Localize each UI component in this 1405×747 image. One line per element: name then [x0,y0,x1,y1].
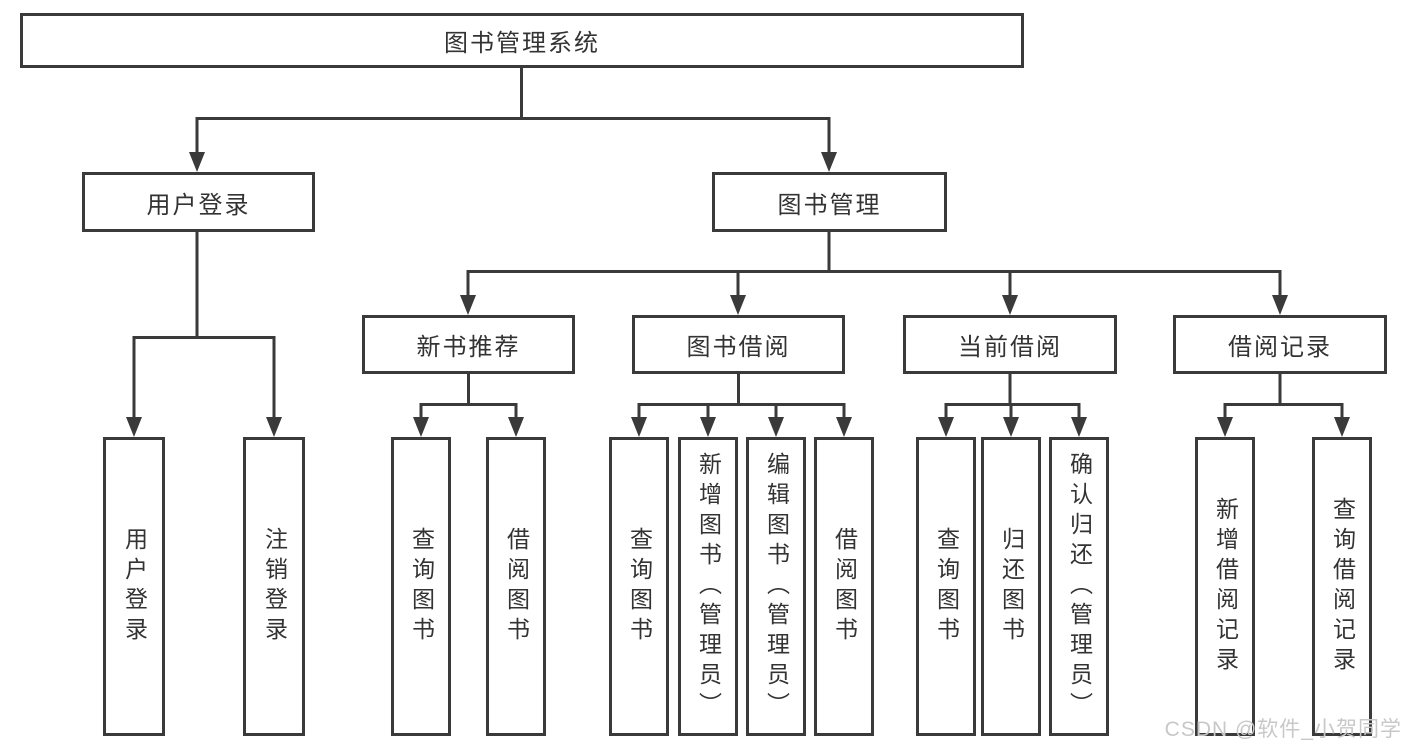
arrow-leaf-query-1 [413,417,429,437]
arrow-book-management [821,152,837,172]
leaf-edit-book-admin-label: 编辑图书（管理员） [763,451,790,722]
node-new-book-recommend: 新书推荐 [362,315,575,374]
arrow-borrowing-records [1272,295,1288,315]
node-user-login: 用户登录 [82,172,315,232]
leaf-edit-book-admin: 编辑图书（管理员） [746,437,806,736]
node-borrowing-records-label: 借阅记录 [1228,334,1332,361]
node-current-borrowing: 当前借阅 [903,315,1117,374]
arrow-leaf-add-book [700,417,716,437]
leaf-logout: 注销登录 [243,437,305,736]
leaf-borrow-book-borrowing-label: 借阅图书 [831,526,858,647]
node-root: 图书管理系统 [20,13,1024,68]
node-book-management: 图书管理 [712,172,947,232]
node-user-login-label: 用户登录 [146,191,251,219]
leaf-logout-label: 注销登录 [261,526,288,647]
arrow-new-book-recommend [460,295,476,315]
leaf-borrow-book-recommend: 借阅图书 [486,437,546,736]
leaf-user-login: 用户登录 [103,437,165,736]
arrow-user-login [189,152,205,172]
leaf-borrow-book-recommend-label: 借阅图书 [503,526,530,647]
node-book-borrowing: 图书借阅 [632,315,845,374]
node-book-borrowing-label: 图书借阅 [686,334,791,361]
arrow-leaf-query-3 [938,417,954,437]
leaf-add-book-admin-label: 新增图书（管理员） [695,451,722,722]
arrow-book-borrowing [730,295,746,315]
watermark: CSDN @软件_小贺同学 [1164,718,1402,741]
leaf-confirm-return-admin: 确认归还（管理员） [1049,437,1109,736]
arrow-leaf-edit-book [768,417,784,437]
leaf-query-borrow-record-label: 查询借阅记录 [1329,496,1356,677]
node-current-borrowing-label: 当前借阅 [958,334,1062,361]
leaf-query-book-recommend: 查询图书 [391,437,451,736]
node-root-label: 图书管理系统 [444,30,600,57]
node-book-management-label: 图书管理 [777,191,882,219]
leaf-query-book-borrowing-label: 查询图书 [626,526,653,647]
node-borrowing-records: 借阅记录 [1173,315,1387,374]
leaf-borrow-book-borrowing: 借阅图书 [814,437,874,736]
leaf-user-login-label: 用户登录 [121,526,148,647]
leaf-query-book-current: 查询图书 [916,437,976,736]
leaf-query-book-borrowing: 查询图书 [609,437,669,736]
arrow-leaf-logout [266,417,282,437]
leaf-return-book-label: 归还图书 [998,526,1025,647]
arrow-leaf-query-2 [631,417,647,437]
leaf-query-book-current-label: 查询图书 [933,526,960,647]
leaf-query-borrow-record: 查询借阅记录 [1312,437,1372,736]
arrow-current-borrowing [1002,295,1018,315]
arrow-leaf-borrow-2 [836,417,852,437]
arrow-leaf-add-record [1217,417,1233,437]
leaf-confirm-return-admin-label: 确认归还（管理员） [1066,451,1093,722]
arrow-leaf-confirm-return [1071,417,1087,437]
leaf-add-borrow-record-label: 新增借阅记录 [1212,496,1239,677]
arrow-leaf-return-book [1003,417,1019,437]
leaf-add-book-admin: 新增图书（管理员） [678,437,738,736]
arrow-leaf-borrow-1 [508,417,524,437]
leaf-add-borrow-record: 新增借阅记录 [1195,437,1255,736]
node-new-book-recommend-label: 新书推荐 [416,334,521,361]
leaf-query-book-recommend-label: 查询图书 [408,526,435,647]
arrow-leaf-user-login [126,417,142,437]
leaf-return-book: 归还图书 [981,437,1041,736]
arrow-leaf-query-record [1334,417,1350,437]
